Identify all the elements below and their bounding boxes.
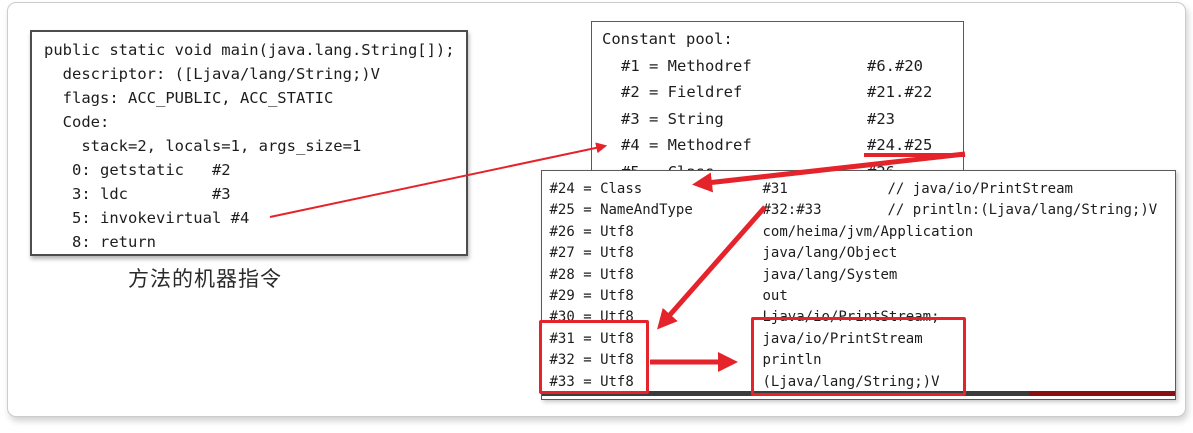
bytecode-line: stack=2, locals=1, args_size=1 <box>44 137 362 155</box>
detail-row: #28 = Utf8 java/lang/System <box>550 265 1176 286</box>
constant-value: println <box>762 352 822 369</box>
caption-text: 方法的机器指令 <box>128 268 282 291</box>
bottom-bar-red-segment <box>1029 391 1175 396</box>
bytecode-line: 8: return <box>44 233 156 251</box>
detail-row: #29 = Utf8 out <box>550 286 1176 307</box>
bytecode-lines: public static void main(java.lang.String… <box>44 38 466 254</box>
detail-row: #25 = NameAndType #32:#33 // println:(Ljav… <box>550 200 1176 221</box>
bytecode-line: descriptor: ([Ljava/lang/String;)V <box>44 65 380 83</box>
bytecode-line: 5: invokevirtual #4 <box>44 209 250 227</box>
constant-name: #25 = NameAndType <box>549 202 693 219</box>
constant-pool-row: #1 = Methodref #6.#20 <box>602 53 963 80</box>
constant-value: java/io/PrintStream <box>762 330 923 347</box>
constant-value: java/lang/Object <box>762 245 898 262</box>
detail-row: #27 = Utf8 java/lang/Object <box>550 243 1176 264</box>
constant-name: #28 = Utf8 <box>549 266 634 283</box>
constant-value: #23 <box>867 109 895 128</box>
detail-row: #26 = Utf8 com/heima/jvm/Application <box>550 222 1176 243</box>
constant-pool-box: Constant pool: #1 = Methodref #6.#20 #2 = … <box>591 21 964 193</box>
slide-card: public static void main(java.lang.String… <box>7 2 1186 417</box>
constant-name: #24 = Class <box>549 181 643 197</box>
constant-value: com/heima/jvm/Application <box>762 223 974 240</box>
constant-value: (Ljava/lang/String;)V <box>762 373 940 390</box>
constant-pool-row: #4 = Methodref #24.#25 <box>602 132 963 159</box>
constant-comment: // java/io/PrintStream <box>887 181 1073 197</box>
constant-name: #27 = Utf8 <box>549 245 634 262</box>
detail-row: #33 = Utf8 (Ljava/lang/String;)V <box>550 372 1176 393</box>
constant-name: #29 = Utf8 <box>549 288 634 305</box>
constant-value: #31 <box>762 181 788 197</box>
constant-name: #31 = Utf8 <box>549 330 634 347</box>
bytecode-line: 0: getstatic #2 <box>44 161 231 179</box>
constant-name: #26 = Utf8 <box>549 223 634 240</box>
constant-comment: // println:(Ljava/lang/String;)V <box>887 202 1158 219</box>
constant-name: #2 = Fieldref <box>621 83 743 102</box>
constant-name: #32 = Utf8 <box>549 352 634 369</box>
bytecode-line: Code: <box>44 113 110 131</box>
detail-row: #32 = Utf8 println <box>550 350 1176 371</box>
bytecode-line: flags: ACC_PUBLIC, ACC_STATIC <box>44 89 334 107</box>
constant-value: #6.#20 <box>867 56 923 75</box>
constant-value: out <box>762 288 788 305</box>
constant-name: #33 = Utf8 <box>549 373 634 390</box>
constant-value: #21.#22 <box>867 83 933 102</box>
constant-name: #4 = Methodref <box>621 136 752 155</box>
detail-row: #31 = Utf8 java/io/PrintStream <box>550 329 1176 350</box>
constant-value: #24.#25 <box>867 136 933 155</box>
bytecode-line: public static void main(java.lang.String… <box>44 41 455 59</box>
constant-name: #1 = Methodref <box>621 56 752 75</box>
constant-pool-rows: #1 = Methodref #6.#20 #2 = Fieldref #21.#22… <box>602 53 963 186</box>
constant-pool-row: #2 = Fieldref #21.#22 <box>602 79 963 106</box>
constant-value: java/lang/System <box>762 266 898 283</box>
constant-value: #32:#33 <box>762 202 822 219</box>
highlight-box-utf8-indexes <box>539 320 649 394</box>
constant-pool-title: Constant pool: <box>602 30 733 48</box>
constant-pool-row: #3 = String #23 <box>602 106 963 133</box>
detail-row: #24 = Class #31 // java/io/PrintStream <box>550 179 1176 200</box>
bytecode-box: public static void main(java.lang.String… <box>30 30 468 256</box>
constant-name: #3 = String <box>621 109 724 128</box>
bytecode-line: 3: ldc #3 <box>44 185 231 203</box>
highlight-box-utf8-values <box>751 317 966 396</box>
